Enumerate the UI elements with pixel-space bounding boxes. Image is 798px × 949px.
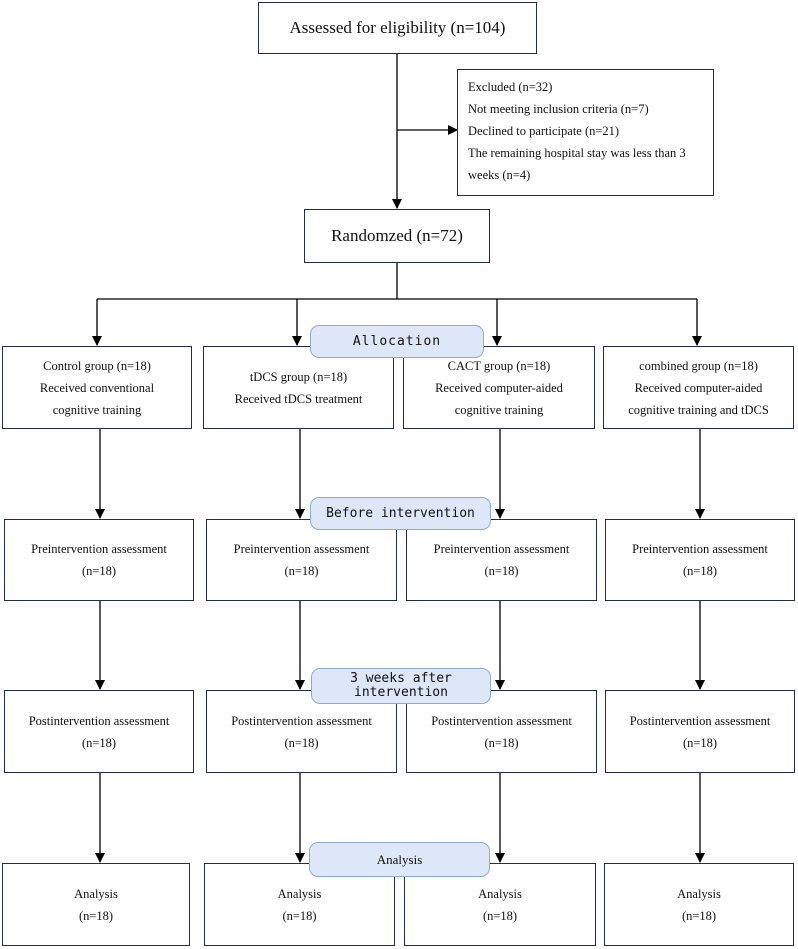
pre-label: Preintervention assessment <box>31 542 167 556</box>
pre-label: Preintervention assessment <box>433 542 570 556</box>
pre-count: (n=18) <box>484 564 519 578</box>
randomized-box: Randomzed (n=72) <box>304 209 490 263</box>
post-label: Postintervention assessment <box>629 713 771 728</box>
randomized-label: Randomzed (n=72) <box>331 226 463 245</box>
before-intervention-label: Before intervention <box>326 505 475 521</box>
after-intervention-label-1: 3 weeks after <box>350 671 452 686</box>
group-line: Control group (n=18) <box>43 358 151 373</box>
pre-count: (n=18) <box>682 564 718 578</box>
group-line: combined group (n=18) <box>639 358 758 373</box>
group-line: tDCS group (n=18) <box>249 369 348 384</box>
group-line: Received conventional <box>39 380 155 395</box>
post-count: (n=18) <box>81 735 117 750</box>
post-count: (n=18) <box>682 735 718 750</box>
group-line: cognitive training <box>454 402 544 417</box>
pre-count: (n=18) <box>81 564 117 578</box>
analysis-count: (n=18) <box>78 908 114 923</box>
analysis-label: Analysis <box>277 886 322 901</box>
analysis-count: (n=18) <box>482 908 518 923</box>
after-intervention-label-2: intervention <box>354 685 448 700</box>
group-line: cognitive training <box>52 402 142 417</box>
excluded-line: Not meeting inclusion criteria (n=7) <box>468 102 649 116</box>
analysis-count: (n=18) <box>681 908 717 923</box>
post-box-combined: Postintervention assessment (n=18) <box>605 690 795 773</box>
post-count: (n=18) <box>284 735 319 750</box>
analysis-label: Analysis <box>677 886 721 901</box>
excluded-line: weeks (n=4) <box>468 168 531 182</box>
assessed-label: Assessed for eligibility (n=104) <box>289 18 506 37</box>
pre-label: Preintervention assessment <box>233 542 370 556</box>
analysis-box-combined: Analysis (n=18) <box>604 863 794 946</box>
assessed-box: Assessed for eligibility (n=104) <box>258 2 537 54</box>
analysis-pill: Analysis <box>309 842 490 877</box>
excluded-line: Excluded (n=32) <box>468 80 553 94</box>
analysis-label: Analysis <box>74 886 118 901</box>
group-box-cact: CACT group (n=18) Received computer-aide… <box>403 346 595 429</box>
group-box-combined: combined group (n=18) Received computer-… <box>603 346 794 429</box>
pre-box-combined: Preintervention assessment (n=18) <box>605 519 795 601</box>
group-line: Received computer-aided <box>435 380 563 395</box>
pre-count: (n=18) <box>284 564 319 578</box>
group-box-tdcs: tDCS group (n=18) Received tDCS treatmen… <box>203 346 394 429</box>
group-line: Received tDCS treatment <box>234 391 363 406</box>
post-label: Postintervention assessment <box>431 713 572 728</box>
excluded-box: Excluded (n=32) Not meeting inclusion cr… <box>457 69 714 196</box>
pre-label: Preintervention assessment <box>632 542 768 556</box>
group-box-control: Control group (n=18) Received convention… <box>2 346 192 429</box>
analysis-box-control: Analysis (n=18) <box>2 863 190 946</box>
allocation-pill: Allocation <box>310 325 484 358</box>
post-label: Postintervention assessment <box>231 713 372 728</box>
group-line: CACT group (n=18) <box>447 358 551 373</box>
pre-box-control: Preintervention assessment (n=18) <box>4 519 194 601</box>
pre-box-tdcs: Preintervention assessment (n=18) <box>206 519 397 601</box>
post-box-control: Postintervention assessment (n=18) <box>4 690 194 773</box>
post-count: (n=18) <box>484 735 519 750</box>
analysis-label: Analysis <box>478 886 522 901</box>
group-line: Received computer-aided <box>634 380 763 395</box>
after-intervention-pill: 3 weeks after intervention <box>311 668 491 704</box>
before-intervention-pill: Before intervention <box>310 497 491 530</box>
excluded-line: The remaining hospital stay was less tha… <box>468 146 686 160</box>
group-line: cognitive training and tDCS <box>628 402 769 417</box>
analysis-stage-label: Analysis <box>376 851 423 867</box>
excluded-line: Declined to participate (n=21) <box>468 124 620 138</box>
pre-box-cact: Preintervention assessment (n=18) <box>406 519 597 601</box>
analysis-count: (n=18) <box>282 908 317 923</box>
allocation-label: Allocation <box>352 333 442 349</box>
post-label: Postintervention assessment <box>28 713 170 728</box>
